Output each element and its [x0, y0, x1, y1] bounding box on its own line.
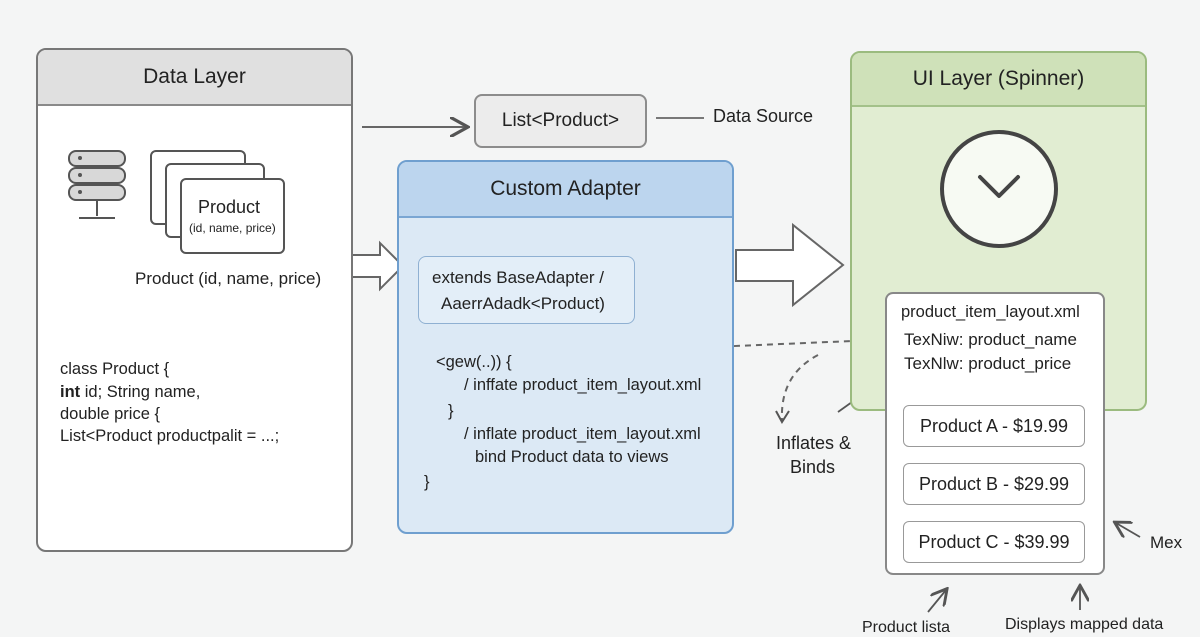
code-line-2-rest: id; String name,	[80, 383, 201, 401]
product-item-b[interactable]: Product B - $29.99	[903, 463, 1085, 505]
adapter-code-6: }	[424, 473, 430, 491]
code-line-1: class Product {	[60, 360, 170, 378]
ui-layer-title: UI Layer (Spinner)	[852, 53, 1145, 107]
code-line-2: int id; String name,	[60, 383, 200, 402]
popup-title: product_item_layout.xml	[901, 303, 1080, 321]
bottom-right-label: Displays mapped data	[1005, 616, 1164, 633]
adapter-code-5: bind Product data to views	[475, 448, 669, 466]
adapter-code-2: / inffate product_item_layout.xml	[464, 376, 702, 394]
product-item-a-label: Product A - $19.99	[919, 415, 1069, 436]
hollow-arrow-data-to-adapter	[351, 240, 405, 292]
product-item-a[interactable]: Product A - $19.99	[903, 405, 1085, 447]
inflates-label-2: Binds	[790, 457, 836, 477]
dashed-link	[711, 339, 877, 348]
bottom-left-label: Product lista	[862, 619, 951, 636]
data-layer-title: Data Layer	[38, 50, 351, 106]
product-card-title: Product	[198, 197, 261, 217]
popup-line-1: TexNiw: product_name	[904, 330, 1077, 349]
code-keyword-int: int	[60, 383, 81, 401]
curved-dashed-arrow	[780, 354, 819, 421]
adapter-code-4: / inflate product_item_layout.xml	[464, 425, 701, 443]
product-caption: Product (id, name, price)	[135, 269, 322, 288]
database-icon	[68, 150, 126, 219]
product-card-subtitle: (id, name, price)	[189, 221, 276, 235]
arrow-mex	[1116, 523, 1141, 537]
list-product-box: List<Product>	[474, 94, 647, 148]
code-line-4: List<Product productpalit = ...;	[60, 427, 280, 445]
product-item-c[interactable]: Product C - $39.99	[903, 521, 1085, 563]
code-line-3: double price {	[60, 405, 160, 423]
adapter-code-1: <gew(..)) {	[436, 353, 512, 371]
extends-box	[418, 256, 635, 324]
spinner-dropdown[interactable]	[940, 130, 1058, 248]
curved-arrow-head	[775, 410, 790, 424]
product-card-front	[180, 178, 285, 254]
chevron-down-icon	[978, 175, 1020, 198]
hollow-arrow-adapter-to-ui	[735, 222, 845, 308]
inflates-label-1: Inflates &	[776, 433, 852, 453]
popup-line-2: TexNlw: product_price	[904, 354, 1072, 373]
extends-line-1: extends BaseAdapter /	[432, 268, 605, 287]
extends-line-2: AaerrAdadk<Product)	[441, 294, 605, 313]
mex-label: Mex	[1150, 533, 1183, 552]
list-product-label: List<Product>	[501, 110, 620, 131]
arrow-bottom-left	[927, 590, 946, 613]
adapter-code-3: }	[448, 402, 454, 420]
data-source-label: Data Source	[713, 106, 814, 126]
product-item-b-label: Product B - $29.99	[918, 473, 1070, 494]
custom-adapter-title: Custom Adapter	[399, 162, 732, 218]
product-item-c-label: Product C - $39.99	[918, 531, 1070, 552]
data-layer-panel: Data Layer	[36, 48, 353, 552]
custom-adapter-panel: Custom Adapter	[397, 160, 734, 534]
